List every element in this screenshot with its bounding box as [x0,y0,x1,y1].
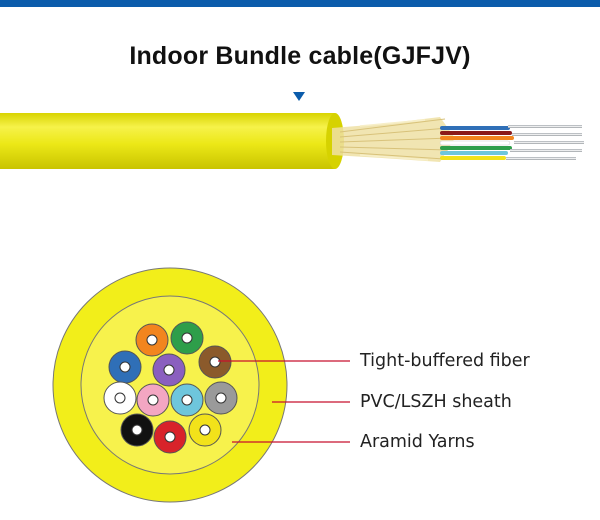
fiber-core [119,361,131,373]
fiber-core [131,424,143,436]
fiber-core [147,394,159,406]
bare-fibers [506,125,584,160]
page-title: Indoor Bundle cable(GJFJV) [129,42,471,70]
label-pvc-lszh-sheath: PVC/LSZH sheath [360,392,512,412]
fiber-core [146,334,158,346]
fiber-core [181,332,193,344]
fiber-core [114,392,126,404]
fiber-core [209,356,221,368]
top-accent-bar [0,0,600,7]
fiber-core [164,431,176,443]
label-aramid-yarns: Aramid Yarns [360,432,475,452]
fiber-core [163,364,175,376]
label-tight-buffered-fiber: Tight-buffered fiber [360,351,530,371]
fiber-core [199,424,211,436]
aramid-yarn-bundle [332,117,455,162]
fiber-core [215,392,227,404]
cable-cross-section [52,267,288,503]
leader-lines [218,360,350,443]
triangle-marker-icon [293,92,305,101]
cable-jacket [0,113,335,169]
fiber-cross-sections [103,321,238,454]
fiber-bundle-side [439,126,514,160]
fiber-core [181,394,193,406]
cable-side-view [0,113,584,169]
